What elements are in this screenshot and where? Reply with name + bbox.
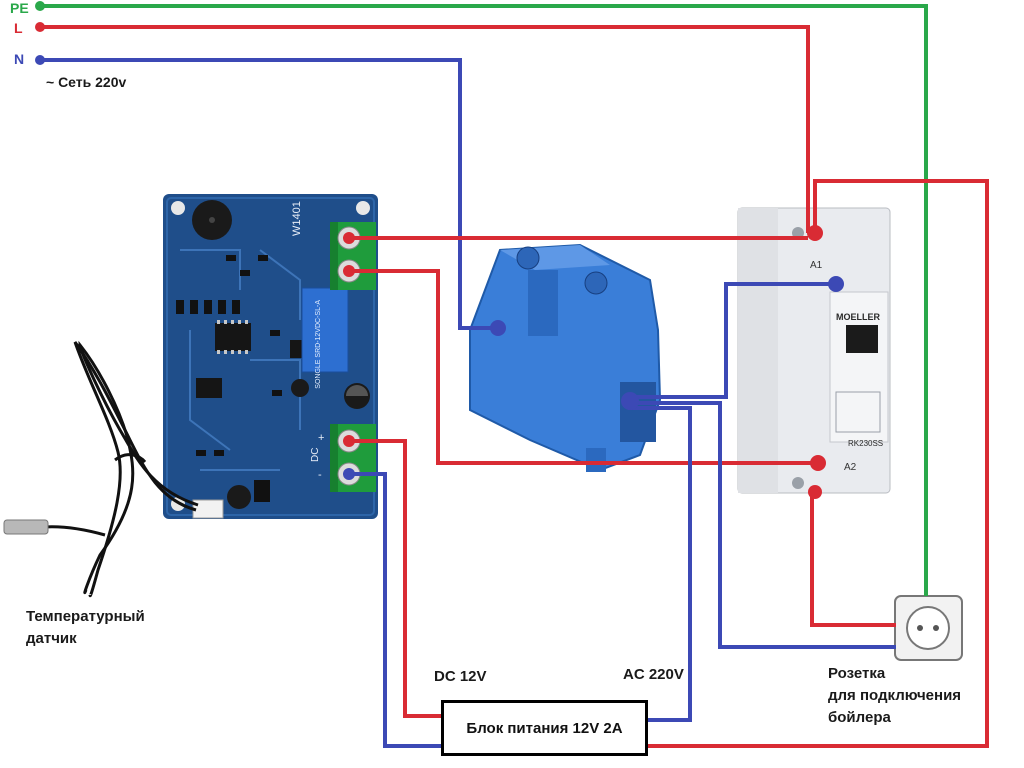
socket-label-line-3: бойлера xyxy=(828,709,891,726)
power-socket xyxy=(894,595,963,661)
node-terminal-n xyxy=(490,320,506,336)
l-label: L xyxy=(14,20,23,36)
modular-contactor: MOELLER RK230SS A1 A2 xyxy=(737,207,891,494)
node-a2 xyxy=(810,455,826,471)
socket-label-line-2: для подключения xyxy=(828,687,962,704)
sensor-label: Температурный датчик xyxy=(26,606,145,650)
network-label: ~ Сеть 220v xyxy=(46,74,127,90)
contactor-brand: MOELLER xyxy=(836,312,880,322)
chip-ic xyxy=(215,323,251,351)
pe-label: PE xyxy=(10,0,29,16)
dc-label: DC 12V xyxy=(434,668,487,685)
thermostat-board: W1401 SONGLE SRD-12VDC-SL-A DC + - xyxy=(163,194,378,519)
power-supply-label: Блок питания 12V 2A xyxy=(466,719,623,737)
chip-ic-2 xyxy=(196,378,222,398)
minus-mark: - xyxy=(318,469,322,481)
node-dc-plus xyxy=(343,435,355,447)
dc-mark: DC xyxy=(310,448,321,462)
relay-text: SONGLE SRD-12VDC-SL-A xyxy=(315,300,322,389)
wire-n-socket xyxy=(628,401,896,649)
wire-relay-to-a2 xyxy=(349,269,818,465)
wire-phase-psu xyxy=(646,179,989,748)
contactor-a2: A2 xyxy=(844,462,857,473)
socket-label-line-1: Розетка xyxy=(828,665,886,682)
wire-pe xyxy=(40,4,928,596)
sensor-label-line-2: датчик xyxy=(26,630,77,647)
din-terminal-block xyxy=(469,243,662,472)
contactor-switch xyxy=(846,325,878,353)
ac-label: AC 220V xyxy=(623,666,684,683)
wire-dc-plus xyxy=(349,439,443,718)
wire-dc-minus xyxy=(349,472,443,748)
wire-l-mains xyxy=(40,25,810,233)
contactor-model: RK230SS xyxy=(848,439,883,448)
contactor-a1: A1 xyxy=(810,260,823,271)
node-relay-1 xyxy=(343,232,355,244)
sensor-label-line-1: Температурный xyxy=(26,608,145,625)
n-label: N xyxy=(14,51,25,67)
node-dc-minus xyxy=(343,468,355,480)
sensor-probe xyxy=(3,519,49,535)
node-l-contactor xyxy=(807,225,823,241)
node-terminal-out xyxy=(621,392,639,410)
node-relay-2 xyxy=(343,265,355,277)
node-a1 xyxy=(828,276,844,292)
board-silk-label: W1401 xyxy=(291,201,303,236)
wire-n-mains xyxy=(40,58,497,330)
relay xyxy=(301,287,349,373)
temperature-sensor xyxy=(3,340,199,598)
power-supply-box: Блок питания 12V 2A xyxy=(441,700,648,756)
node-out xyxy=(808,485,822,499)
wire-contactor-socket xyxy=(810,492,896,627)
socket-label: Розетка для подключения бойлера xyxy=(828,663,961,729)
wire-a1-neutral xyxy=(628,282,832,399)
wire-n-psu xyxy=(628,406,692,722)
plus-mark: + xyxy=(318,432,324,444)
